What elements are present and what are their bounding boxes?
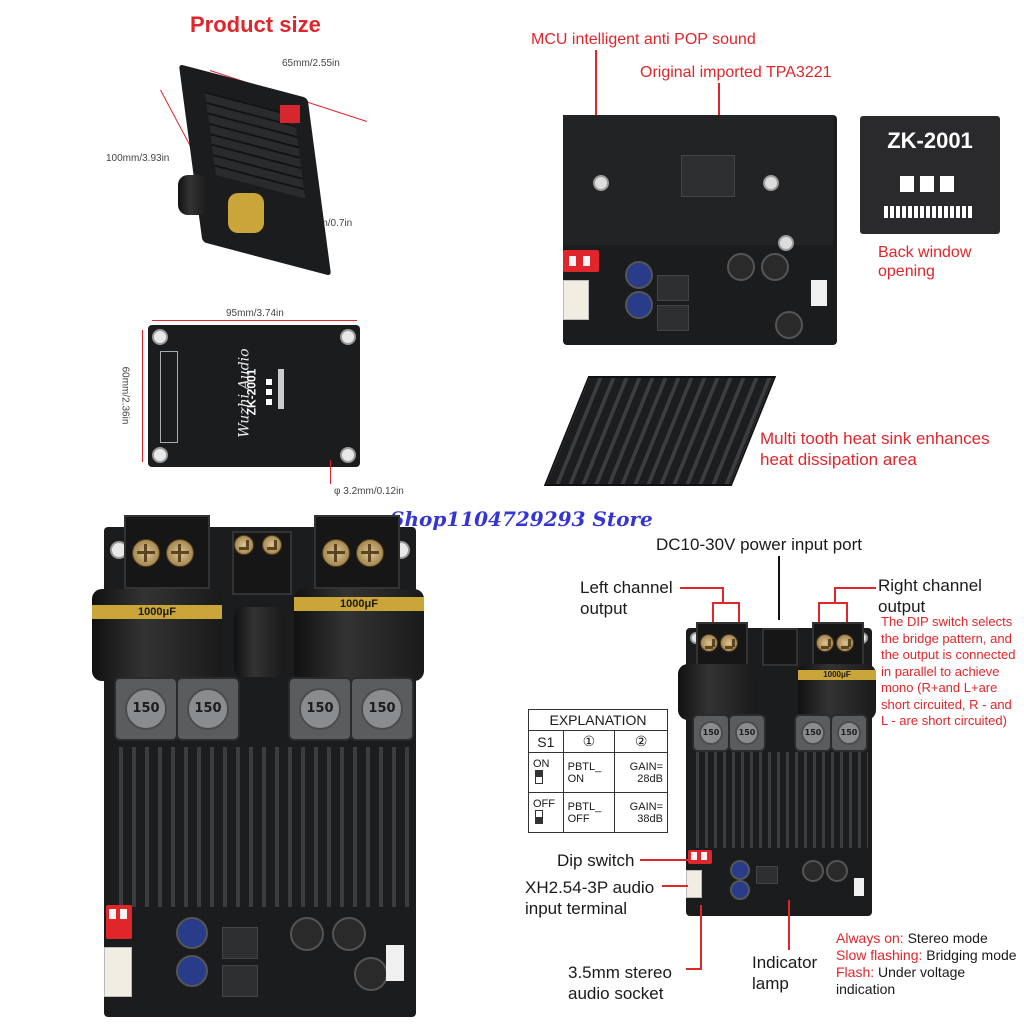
cap-label: 1000μF [294,597,424,611]
dc-power-label: DC10-30V power input port [656,535,863,554]
dimension-length: 100mm/3.93in [106,153,170,164]
row-on-s1: ON [528,752,564,793]
mcu-label: MCU intelligent anti POP sound [531,31,756,48]
row-off-c2: GAIN= 38dB [614,792,668,833]
dimension-line [142,330,143,462]
legend-key: Flash: [836,964,875,980]
col-1: ① [562,730,616,753]
back-board-model: ZK-2001 [244,368,259,416]
row-on-c2: GAIN= 28dB [614,752,668,793]
row-off-s1: OFF [528,792,564,833]
audio-socket-label: 3.5mm stereo audio socket [568,963,672,1003]
xh-terminal-label: XH2.54-3P audio input terminal [525,878,655,918]
back-window-image: ZK-2001 [860,116,1000,234]
indicator-label: Indicator lamp [752,953,818,993]
col-s1: S1 [528,730,564,753]
right-channel-label: Right channel output [878,576,982,616]
dc-power-leader [778,556,780,620]
dip-switch-leader [640,859,690,861]
legend-value: Under voltage indication [836,964,966,997]
xh-terminal-leader [662,885,688,887]
legend-value: Bridging mode [926,947,1017,963]
col-2: ② [614,730,668,753]
inductor-label: 150 [699,721,723,745]
inductor-label: 150 [187,688,229,730]
inductor-label: 150 [125,688,167,730]
inductor-label: 150 [361,688,403,730]
inductor-label: 150 [299,688,341,730]
legend-key: Always on: [836,930,904,946]
dimension-line [152,320,357,321]
indicator-legend: Always on: Stereo mode Slow flashing: Br… [836,930,1022,998]
right-channel-leader [834,587,876,589]
legend-value: Stereo mode [907,930,988,946]
feature-board-image [563,115,837,345]
cap-label: 1000μF [798,670,876,680]
legend-always-on: Always on: Stereo mode [836,930,1022,947]
zk-model-label: ZK-2001 [887,128,973,153]
legend-slow-flash: Slow flashing: Bridging mode [836,947,1022,964]
indicator-leader [788,900,790,950]
dimension-depth: 60mm/2.36in [119,366,131,425]
dimension-height: 18mm/0.7in [300,218,353,229]
dimension-width-bottom: 95mm/3.74in [226,308,284,319]
back-window-label: Back window opening [878,244,972,280]
row-off-label: OFF [533,798,555,810]
left-channel-leader [680,587,722,589]
back-board-image: Wuzhi Audio ZK-2001 [148,325,360,467]
row-off-c1: PBTL_ OFF [562,792,616,833]
tpa-label: Original imported TPA3221 [640,64,832,81]
main-board-photo: 1000μF 1000μF 150 150 150 150 [92,515,424,1017]
row-on-label: ON [533,758,550,770]
isometric-board-image [170,64,340,276]
store-watermark: Shop1104729293 Store [390,507,653,531]
dimension-width-top: 65mm/2.55in [282,58,340,69]
product-size-title: Product size [190,12,321,37]
dimension-line [330,460,331,484]
dip-note: The DIP switch selects the bridge patter… [881,614,1016,728]
left-channel-label: Left channel output [580,578,673,618]
row-on-c1: PBTL_ ON [562,752,616,793]
inductor-label: 150 [837,721,861,745]
explanation-table: EXPLANATION S1 ① ② ON PBTL_ ON GAIN= 28d… [528,709,668,833]
explanation-title: EXPLANATION [528,709,668,731]
heat-sink-label: Multi tooth heat sink enhances heat diss… [760,429,990,469]
inductor-label: 150 [735,721,759,745]
legend-flash: Flash: Under voltage indication [836,964,1022,998]
dimension-hole: φ 3.2mm/0.12in [334,486,404,497]
dip-switch-label: Dip switch [557,851,635,870]
audio-socket-leader [700,905,702,970]
cap-label: 1000μF [92,605,222,619]
inductor-label: 150 [801,721,825,745]
heat-sink-image [543,376,777,486]
annotated-board-image: 1000μF 150 150 150 150 [678,622,876,916]
legend-key: Slow flashing: [836,947,923,963]
